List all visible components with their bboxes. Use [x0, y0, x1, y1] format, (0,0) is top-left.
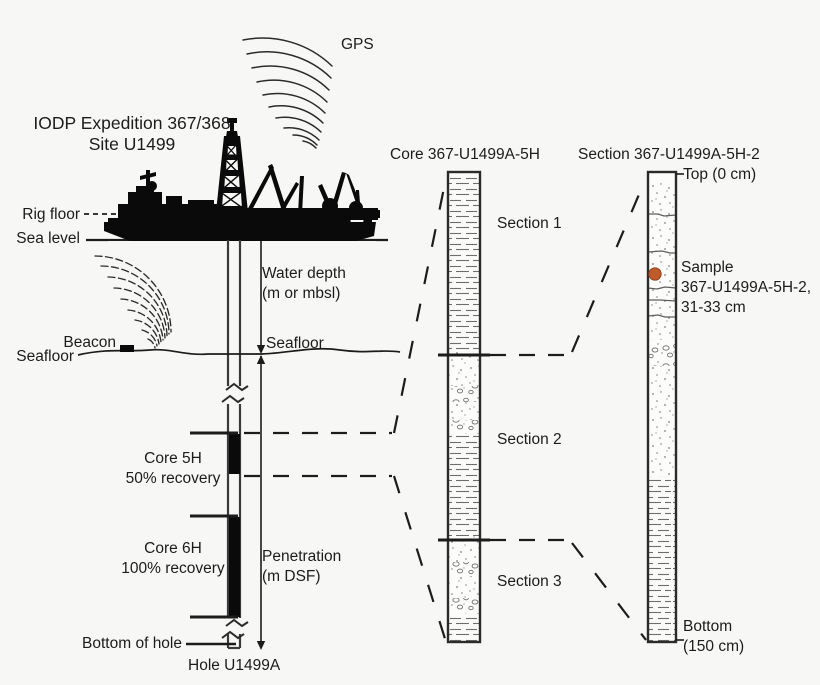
penetration-label-line1: Penetration: [262, 548, 342, 565]
core-5h-label-line1: Core 5H: [144, 450, 202, 467]
penetration-arrow: [256, 355, 266, 650]
seafloor-label-right: Seafloor: [266, 335, 324, 352]
seafloor-beacon: [120, 345, 134, 352]
core-5h-recovered-interval: [229, 434, 240, 474]
bottom-of-hole-label: Bottom of hole: [82, 635, 182, 652]
water-depth-label-line2: (m or mbsl): [262, 285, 341, 302]
sample-label-line3: 31-33 cm: [681, 299, 746, 316]
section-column: [646, 170, 678, 644]
sample-label-line1: Sample: [681, 259, 734, 276]
sample-marker-dot[interactable]: [648, 267, 662, 281]
water-depth-label-line1: Water depth: [262, 265, 346, 282]
page-title-line2: Site U1499: [88, 134, 176, 154]
core-6h-label-line2: 100% recovery: [121, 560, 225, 577]
section-end-leaders: [676, 173, 684, 641]
core-interval-ticks: [190, 431, 238, 619]
section-bottom-label-line2: (150 cm): [683, 638, 745, 655]
rig-floor-label: Rig floor: [22, 206, 80, 223]
drilling-ship-silhouette: [104, 118, 380, 241]
core-section-2-label: Section 2: [497, 431, 562, 448]
gps-label: GPS: [341, 36, 374, 53]
gps-signal-arcs: [242, 37, 333, 149]
connector-core-to-section: [490, 177, 648, 641]
core-section-3-label: Section 3: [497, 573, 562, 590]
water-depth-arrow: [256, 241, 266, 354]
pipe-break-symbols: [221, 382, 249, 640]
section-top-label: Top (0 cm): [683, 166, 757, 183]
core-6h-recovered-interval: [229, 517, 240, 617]
sample-label-line2: 367-U1499A-5H-2,: [681, 279, 812, 296]
core-panel-header: Core 367-U1499A-5H: [390, 146, 540, 163]
core-section-1-label: Section 1: [497, 215, 562, 232]
core-5h-label-line2: 50% recovery: [125, 470, 221, 487]
penetration-label-line2: (m DSF): [262, 568, 321, 585]
core-6h-label-line1: Core 6H: [144, 540, 202, 557]
sea-level-label: Sea level: [16, 230, 80, 247]
beacon-label: Beacon: [63, 334, 116, 351]
beacon-signal-arcs: [94, 255, 172, 349]
core-column: [438, 170, 490, 644]
page-title-line1: IODP Expedition 367/368: [33, 113, 231, 133]
section-panel-header: Section 367-U1499A-5H-2: [578, 146, 760, 163]
seafloor-label-left: Seafloor: [16, 348, 74, 365]
connector-hole-to-core: [244, 177, 448, 643]
section-bottom-label-line1: Bottom: [683, 618, 733, 635]
hole-label: Hole U1499A: [188, 657, 281, 674]
